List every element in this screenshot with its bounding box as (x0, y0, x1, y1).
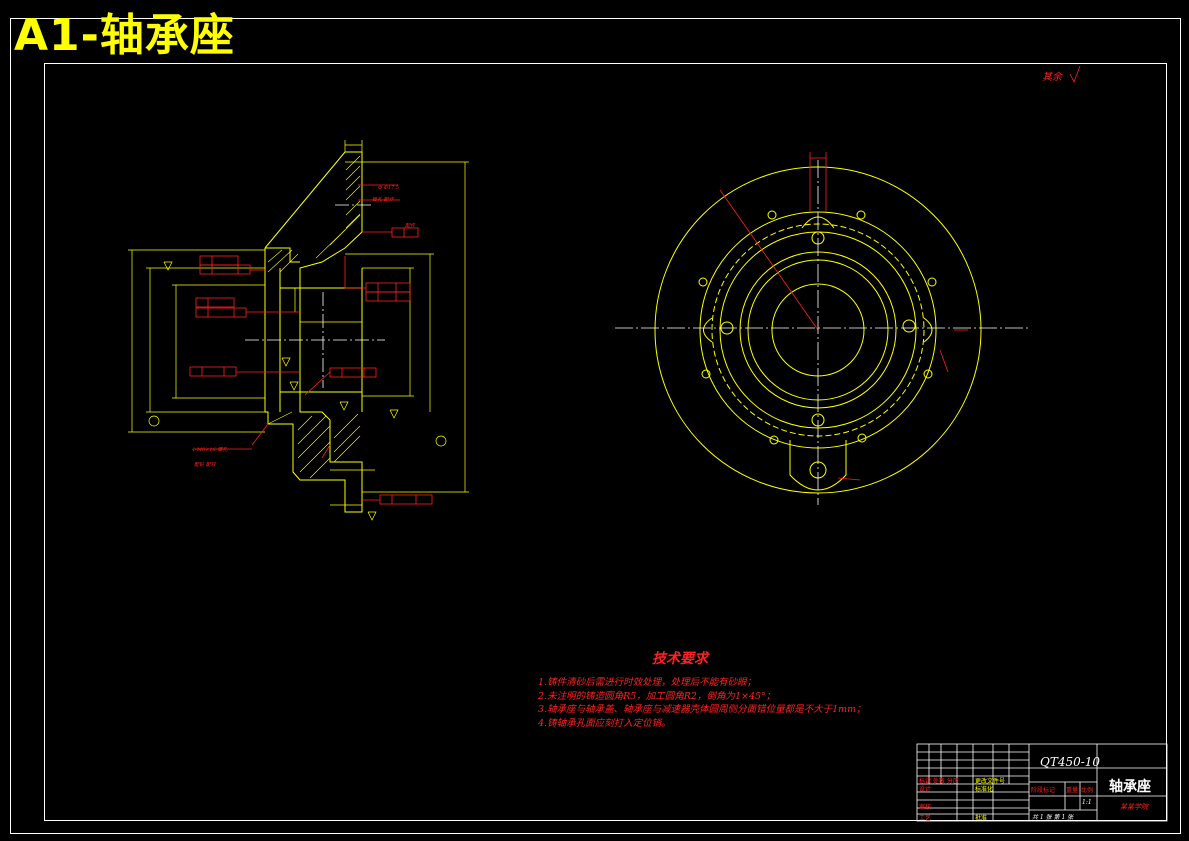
section-annotations (189, 184, 433, 505)
svg-text:锥孔 配作: 锥孔 配作 (372, 196, 395, 203)
roughness-note: 其余 (1042, 72, 1062, 83)
tb-value-standard: 标准化 (975, 786, 994, 793)
tb-value-approve: 批准 (975, 815, 988, 822)
tech-requirements-list: 1.铸件清砂后需进行时效处理，处理后不能有砂眼； 2.未注明的铸造圆角R5，加工… (538, 676, 866, 730)
tb-sheet-info: 共 1 张 第 1 张 (1032, 814, 1074, 821)
section-labels: Φ-Φ17.5 锥孔 配作 配作 4-M8×16 螺孔 配钻 配铰 (191, 185, 416, 468)
section-dimensions (128, 140, 469, 521)
end-view-centerlines (615, 160, 1030, 505)
tb-stage-mark: 阶段标记 (1031, 787, 1056, 794)
tech-requirement-item: 4.铸轴承孔面应刻打入定位销。 (538, 717, 671, 729)
title-block (916, 743, 1168, 822)
drawing-code: QT450-10 (1040, 755, 1101, 769)
tb-label-design: 设计 (919, 786, 932, 793)
section-centerlines (245, 204, 385, 388)
tb-label-marks: 标记 处数 分区 (919, 778, 959, 785)
svg-text:Φ-Φ17.5: Φ-Φ17.5 (378, 185, 399, 191)
svg-text:配钻 配铰: 配钻 配铰 (194, 461, 217, 468)
sheet-title: A1-轴承座 (14, 10, 235, 61)
inner-frame (44, 63, 1167, 821)
tb-value-change-doc: 更改文件号 (975, 778, 1006, 785)
tb-weight: 重量 (1066, 787, 1079, 794)
part-name: 轴承座 (1109, 779, 1151, 795)
roughness-symbol (1069, 65, 1081, 83)
svg-text:配作: 配作 (405, 222, 416, 229)
outer-border (10, 18, 1181, 834)
school-label: 某某学院 (1120, 803, 1148, 811)
svg-text:4-M8×16 螺孔: 4-M8×16 螺孔 (191, 446, 228, 453)
tb-scale-value: 1:1 (1082, 799, 1092, 806)
tech-requirement-item: 2.未注明的铸造圆角R5，加工圆角R2，倒角为1×45°； (538, 690, 776, 702)
section-view (264, 151, 363, 513)
tech-requirements-title: 技术要求 (652, 651, 708, 667)
tb-label-review: 审核 (919, 804, 932, 811)
tb-label-process: 工艺 (919, 815, 932, 822)
tech-requirement-item: 1.铸件清砂后需进行时效处理，处理后不能有砂眼； (538, 677, 757, 688)
end-view-annotations (719, 152, 968, 481)
tech-requirement-item: 3.轴承座与轴承盖、轴承座与减速器壳体圆周侧分面错位量都是不大于1mm； (538, 704, 866, 715)
tb-scale-label: 比例 (1081, 787, 1094, 794)
